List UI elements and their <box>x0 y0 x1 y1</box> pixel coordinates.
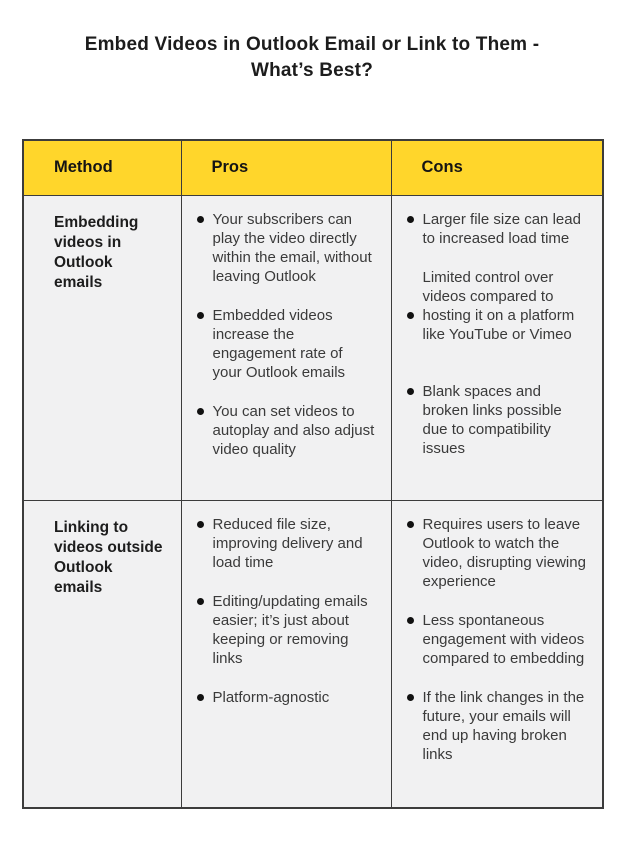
bullet-icon <box>196 215 204 223</box>
bullet-item: Requires users to leave Outlook to watch… <box>406 515 597 591</box>
bullet-item: Less spontaneous engagement with videos … <box>406 611 597 668</box>
table-row: Linking to videos outside Outlook emails… <box>22 499 604 809</box>
method-label: Linking to videos outside Outlook emails <box>54 518 163 596</box>
item-text: Less spontaneous engagement with videos … <box>422 611 585 667</box>
bullet-icon <box>406 215 414 223</box>
bullet-item: Larger file size can lead to increased l… <box>406 210 597 248</box>
item-text: Limited control over videos compared to … <box>422 268 575 343</box>
header-method: Method <box>22 139 182 196</box>
item-text: Embedded videos increase the engagement … <box>212 306 346 381</box>
item-text: Reduced file size, improving delivery an… <box>212 515 363 571</box>
bullet-item: Your subscribers can play the video dire… <box>196 210 385 286</box>
pros-cell: Reduced file size, improving delivery an… <box>180 499 392 809</box>
header-pros: Pros <box>180 139 392 196</box>
item-text: Editing/updating emails easier; it’s jus… <box>212 592 368 667</box>
bullet-item: Editing/updating emails easier; it’s jus… <box>196 592 385 668</box>
bullet-icon <box>196 407 204 415</box>
pros-cell: Your subscribers can play the video dire… <box>180 194 392 501</box>
bullet-icon <box>196 311 204 319</box>
method-cell: Linking to videos outside Outlook emails <box>22 499 182 809</box>
bullet-icon <box>196 520 204 528</box>
cons-cell: Requires users to leave Outlook to watch… <box>390 499 604 809</box>
item-text: Requires users to leave Outlook to watch… <box>422 515 586 590</box>
bullet-item: Platform-agnostic <box>196 688 385 707</box>
method-label: Embedding videos in Outlook emails <box>54 213 139 291</box>
bullet-item: Embedded videos increase the engagement … <box>196 306 385 382</box>
table-header: Method Pros Cons <box>22 139 604 196</box>
table-body: Embedding videos in Outlook emails Your s… <box>22 194 604 809</box>
method-cell: Embedding videos in Outlook emails <box>22 194 182 501</box>
item-text: You can set videos to autoplay and also … <box>212 402 375 458</box>
bullet-item: Blank spaces and broken links possible d… <box>406 382 597 458</box>
bullet-icon <box>406 311 414 319</box>
bullet-item: Limited control over videos compared to … <box>406 268 597 344</box>
bullet-icon <box>196 693 204 701</box>
bullet-item: You can set videos to autoplay and also … <box>196 402 385 459</box>
bullet-icon <box>196 597 204 605</box>
header-row: Method Pros Cons <box>22 139 604 196</box>
table-row: Embedding videos in Outlook emails Your s… <box>22 194 604 501</box>
bullet-icon <box>406 520 414 528</box>
header-cons: Cons <box>390 139 604 196</box>
bullet-item: Reduced file size, improving delivery an… <box>196 515 385 572</box>
item-text: If the link changes in the future, your … <box>422 688 585 763</box>
item-text: Your subscribers can play the video dire… <box>212 210 372 285</box>
bullet-icon <box>406 616 414 624</box>
page-title: Embed Videos in Outlook Email or Link to… <box>84 34 540 81</box>
bullet-icon <box>406 693 414 701</box>
cons-cell: Larger file size can lead to increased l… <box>390 194 604 501</box>
item-text: Larger file size can lead to increased l… <box>422 210 581 247</box>
bullet-icon <box>406 387 414 395</box>
item-text: Blank spaces and broken links possible d… <box>422 382 562 457</box>
bullet-item: If the link changes in the future, your … <box>406 688 597 764</box>
item-text: Platform-agnostic <box>212 688 330 706</box>
comparison-table: Method Pros Cons Embedding videos in Out… <box>22 139 604 809</box>
